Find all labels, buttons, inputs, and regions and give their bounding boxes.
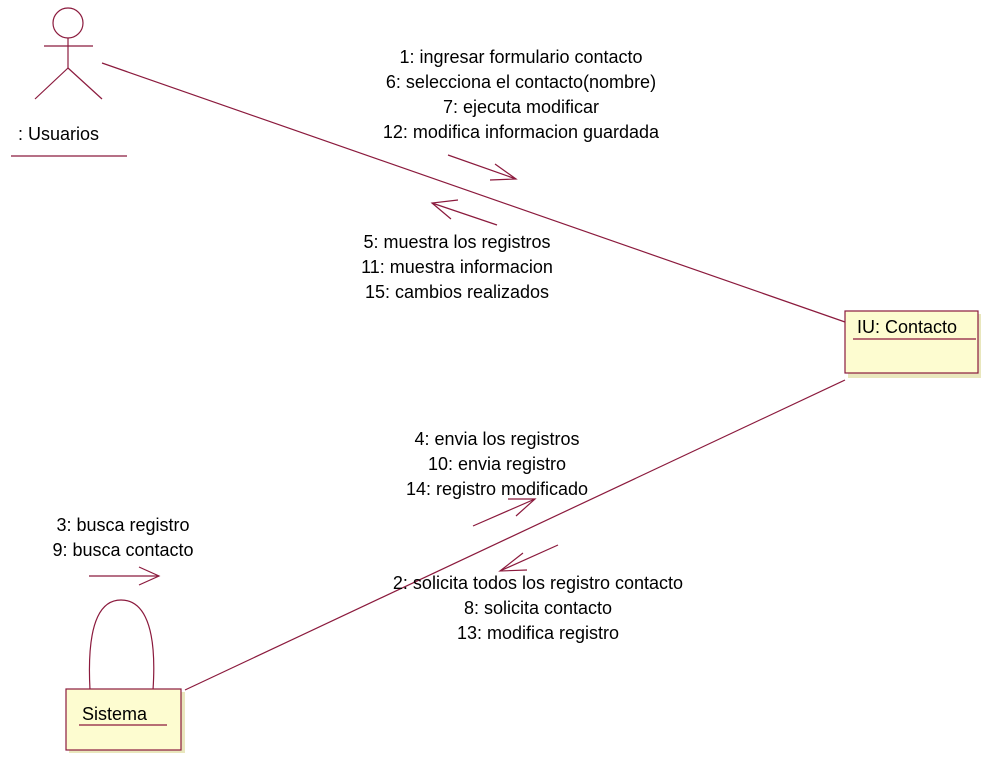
arrow-usuarios-to-contacto: [447, 154, 518, 181]
message-label: 5: muestra los registros: [363, 232, 550, 252]
message-label: 2: solicita todos los registro contacto: [393, 573, 683, 593]
message-label: 14: registro modificado: [406, 479, 588, 499]
object-iu-contacto[interactable]: IU: Contacto: [844, 310, 981, 378]
message-label: 10: envia registro: [428, 454, 566, 474]
message-label: 3: busca registro: [56, 515, 189, 535]
messages-sistema-self: 3: busca registro 9: busca contacto: [52, 515, 193, 560]
object-name: IU: Contacto: [857, 317, 957, 337]
stick-figure-icon: [34, 7, 103, 100]
actor-name: : Usuarios: [18, 124, 99, 144]
messages-contacto-to-usuario: 5: muestra los registros 11: muestra inf…: [361, 232, 553, 302]
arrow-contacto-to-sistema: [498, 544, 559, 572]
arrow-sistema-self: [89, 566, 161, 586]
message-label: 12: modifica informacion guardada: [383, 122, 660, 142]
messages-contacto-to-sistema: 2: solicita todos los registro contacto …: [393, 573, 683, 643]
message-label: 6: selecciona el contacto(nombre): [386, 72, 656, 92]
message-label: 1: ingresar formulario contacto: [399, 47, 642, 67]
object-box: [844, 310, 979, 374]
message-label: 13: modifica registro: [457, 623, 619, 643]
message-label: 4: envia los registros: [414, 429, 579, 449]
link-contacto-sistema: [184, 379, 846, 691]
actor-usuarios[interactable]: : Usuarios: [11, 7, 127, 157]
message-label: 8: solicita contacto: [464, 598, 612, 618]
object-sistema[interactable]: Sistema: [65, 688, 185, 753]
messages-usuario-to-contacto: 1: ingresar formulario contacto 6: selec…: [383, 47, 660, 142]
object-name: Sistema: [82, 704, 148, 724]
message-label: 15: cambios realizados: [365, 282, 549, 302]
message-label: 7: ejecuta modificar: [443, 97, 599, 117]
link-usuarios-contacto: [101, 62, 846, 323]
arrow-sistema-to-contacto: [472, 498, 537, 527]
object-box: [65, 688, 182, 751]
arrow-contacto-to-usuarios: [430, 199, 498, 226]
self-link-sistema: [88, 599, 155, 691]
message-label: 9: busca contacto: [52, 540, 193, 560]
messages-sistema-to-contacto: 4: envia los registros 10: envia registr…: [406, 429, 588, 499]
message-label: 11: muestra informacion: [361, 257, 553, 277]
